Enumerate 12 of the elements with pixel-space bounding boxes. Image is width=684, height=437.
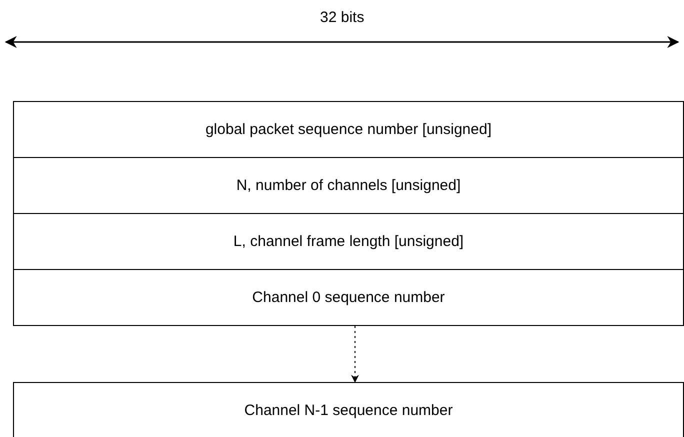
bit-width-label: 32 bits	[320, 9, 364, 26]
field-label: Channel 0 sequence number	[252, 288, 445, 306]
header-field	[13, 101, 684, 158]
field-label: Channel N-1 sequence number	[244, 402, 453, 418]
header-field	[13, 269, 684, 326]
header-field	[13, 157, 684, 214]
header-field	[13, 213, 684, 270]
header-field	[13, 382, 684, 437]
field-label: L, channel frame length [unsigned]	[233, 232, 464, 250]
field-label: global packet sequence number [unsigned]	[205, 121, 492, 138]
arrow	[351, 326, 359, 383]
field-label: N, number of channels [unsigned]	[236, 176, 461, 194]
